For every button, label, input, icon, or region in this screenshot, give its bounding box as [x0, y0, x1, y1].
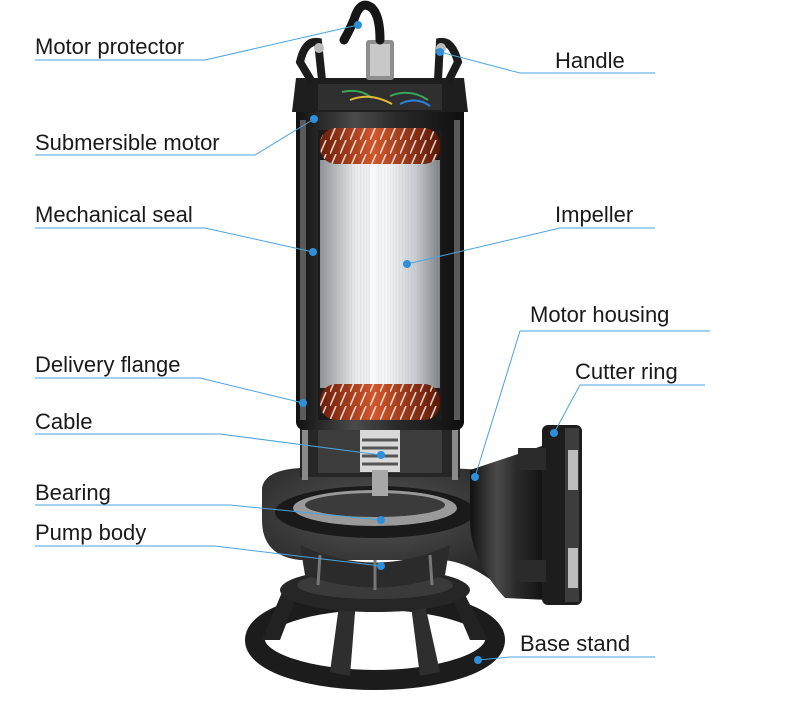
- label-handle: Handle: [555, 48, 625, 73]
- dot-cable: [377, 451, 385, 459]
- dot-motor-housing: [471, 473, 479, 481]
- dot-cutter-ring: [550, 429, 558, 437]
- dot-pump-body: [377, 562, 385, 570]
- leader-lines: [35, 24, 710, 661]
- label-pump-body: Pump body: [35, 520, 147, 545]
- label-base-stand: Base stand: [520, 631, 631, 656]
- label-submersible-motor: Submersible motor: [35, 130, 220, 155]
- dot-mechanical-seal: [309, 248, 317, 256]
- label-impeller: Impeller: [555, 202, 634, 227]
- label-mechanical-seal: Mechanical seal: [35, 202, 193, 227]
- label-bearing: Bearing: [35, 480, 111, 505]
- dot-delivery-flange: [299, 399, 307, 407]
- label-cutter-ring: Cutter ring: [575, 359, 678, 384]
- callout-dots: [299, 21, 558, 664]
- label-cable: Cable: [35, 409, 93, 434]
- dot-base-stand: [474, 656, 482, 664]
- dot-impeller: [403, 260, 411, 268]
- label-delivery-flange: Delivery flange: [35, 352, 181, 377]
- handle-graphic: [295, 37, 463, 85]
- outlet-flange-graphic: [470, 425, 582, 605]
- cable-graphic: [339, 0, 394, 80]
- label-motor-protector: Motor protector: [35, 34, 185, 59]
- top-cover-graphic: [292, 78, 468, 112]
- dot-handle: [436, 48, 444, 56]
- dot-bearing: [377, 516, 385, 524]
- label-motor-housing: Motor housing: [530, 302, 670, 327]
- dot-submersible-motor: [310, 115, 318, 123]
- dot-motor-protector: [354, 21, 362, 29]
- motor-housing-graphic: [296, 100, 464, 430]
